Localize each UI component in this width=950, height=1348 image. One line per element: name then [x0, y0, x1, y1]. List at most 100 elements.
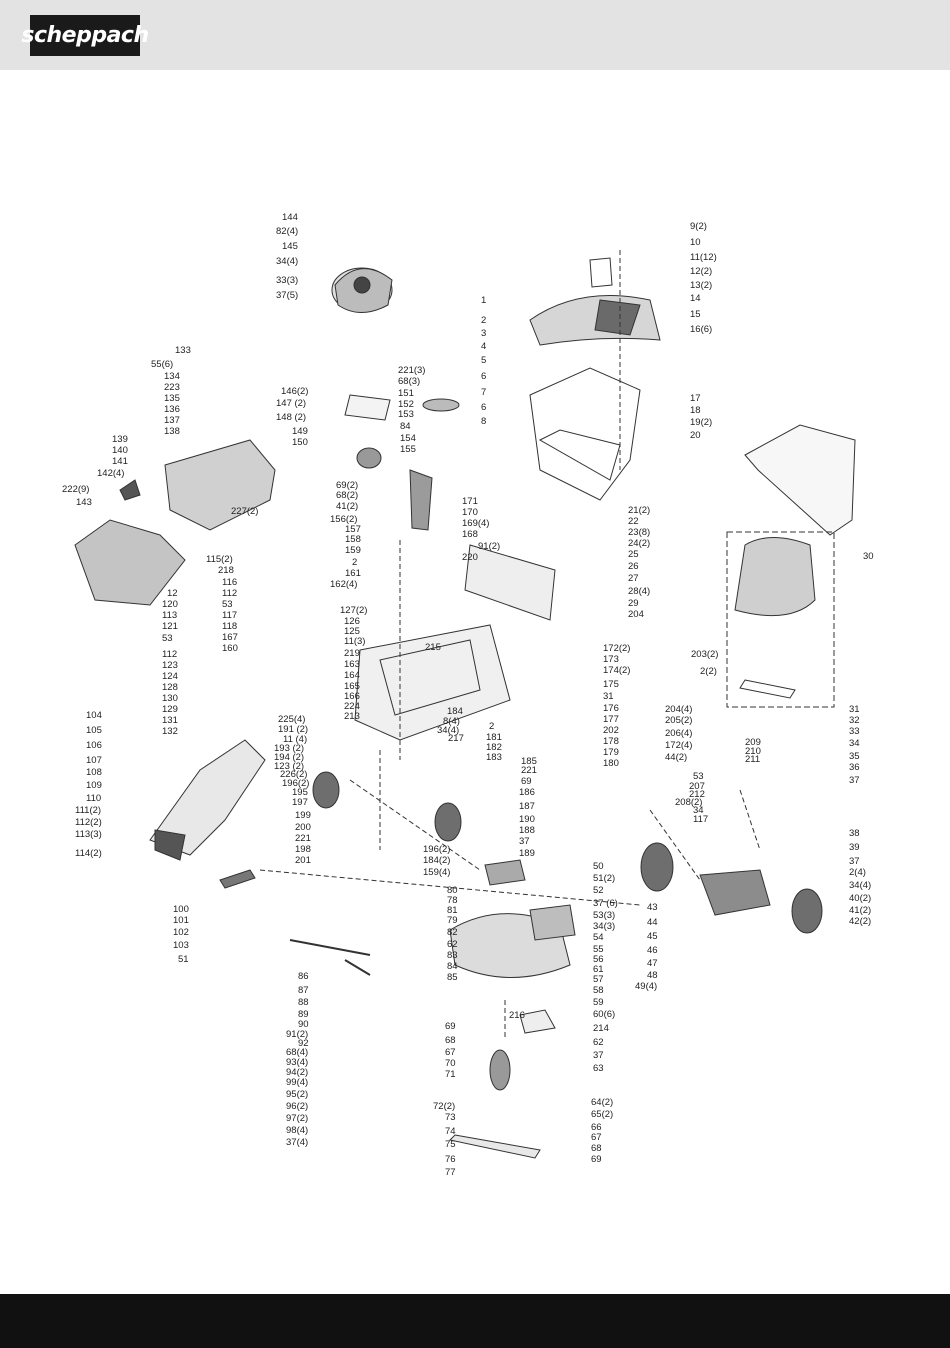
part-label: 37 — [519, 836, 530, 847]
part-label: 55(6) — [151, 359, 174, 370]
part-label: 69 — [591, 1154, 602, 1165]
part-label: 74 — [445, 1126, 456, 1137]
part-label: 2(4) — [849, 867, 866, 878]
part-label: 91(2) — [286, 1029, 309, 1040]
part-label: 145 — [282, 241, 298, 252]
part-label: 48 — [647, 970, 658, 981]
part-label: 221 — [295, 833, 311, 844]
part-label: 30 — [863, 551, 874, 562]
part-label: 41(2) — [336, 501, 359, 512]
part-label: 214 — [593, 1023, 609, 1034]
part-label: 130 — [162, 693, 178, 704]
part-label: 87 — [298, 985, 309, 996]
part-label: 185 — [521, 756, 537, 767]
part-label: 215 — [425, 642, 441, 653]
part-label: 21(2) — [628, 505, 651, 516]
part-label: 62 — [593, 1037, 604, 1048]
part-label: 115(2) — [206, 554, 233, 565]
part-label: 201 — [295, 855, 311, 866]
part-label: 93(4) — [286, 1057, 309, 1068]
part-label: 67 — [445, 1047, 456, 1058]
part-label: 105 — [86, 725, 102, 736]
part-label: 111(2) — [75, 805, 102, 816]
part-label: 99(4) — [286, 1077, 309, 1088]
part-label: 11(12) — [690, 252, 717, 263]
part-label: 189 — [519, 848, 535, 859]
part-label: 39 — [849, 842, 860, 853]
part-label: 217 — [448, 733, 464, 744]
part-label: 2 — [481, 315, 487, 326]
part-label: 20 — [690, 430, 701, 441]
part-label: 121 — [162, 621, 178, 632]
part-label: 69 — [521, 776, 532, 787]
part-label: 25 — [628, 549, 639, 560]
part-label: 174(2) — [603, 665, 631, 676]
part-label: 68 — [591, 1143, 602, 1154]
part-label: 172(2) — [603, 643, 631, 654]
part-label: 164 — [344, 670, 360, 681]
part-label: 68 — [445, 1035, 456, 1046]
part-label: 132 — [162, 726, 178, 737]
part-label: 88 — [298, 997, 309, 1008]
part-label: 222(9) — [62, 484, 90, 495]
part-label: 158 — [345, 534, 361, 545]
part-label: 53(3) — [593, 910, 616, 921]
part-label: 60(6) — [593, 1009, 616, 1020]
part-label: 11 (4) — [283, 734, 308, 745]
part-label: 152 — [398, 399, 414, 410]
part-label: 37(5) — [276, 290, 299, 301]
part-label: 37(4) — [286, 1137, 309, 1148]
part-label: 95(2) — [286, 1089, 309, 1100]
part-label: 42(2) — [849, 916, 872, 927]
part-label: 31 — [849, 704, 860, 715]
part-label: 108 — [86, 767, 102, 778]
part-label: 49(4) — [635, 981, 658, 992]
part-label: 15 — [690, 309, 701, 320]
part-label: 2 — [489, 721, 495, 732]
part-label: 194 (2) — [274, 752, 305, 763]
part-label: 146(2) — [281, 386, 309, 397]
part-label: 176 — [603, 703, 619, 714]
part-label: 221 — [521, 765, 537, 776]
part-label: 183 — [486, 752, 502, 763]
part-label: 177 — [603, 714, 619, 725]
part-label: 46 — [647, 945, 658, 956]
part-label: 75 — [445, 1139, 456, 1150]
part-label: 117 — [222, 610, 238, 621]
part-label: 225(4) — [278, 714, 306, 725]
part-label: 203(2) — [691, 649, 719, 660]
part-label: 12 — [167, 588, 178, 599]
part-label: 10 — [690, 237, 701, 248]
part-label: 81 — [447, 905, 458, 916]
part-label: 44(2) — [665, 752, 688, 763]
part-label: 56 — [593, 954, 604, 965]
part-label: 3 — [481, 328, 487, 339]
part-label: 113 — [162, 610, 178, 621]
part-label: 58 — [593, 985, 604, 996]
part-label: 117 — [693, 814, 709, 825]
part-label: 9(2) — [690, 221, 707, 232]
part-label: 184(2) — [423, 855, 451, 866]
part-label: 221(3) — [398, 365, 426, 376]
blade-drawing — [448, 1134, 541, 1159]
part-label: 126 — [344, 616, 360, 627]
part-label: 36 — [849, 762, 860, 773]
part-label: 68(3) — [398, 376, 421, 387]
part-label: 124 — [162, 671, 178, 682]
part-label: 17 — [690, 393, 701, 404]
part-label: 191 (2) — [278, 724, 309, 735]
part-label: 82 — [447, 927, 458, 938]
part-label: 64(2) — [591, 1097, 614, 1108]
part-label: 85 — [447, 972, 458, 983]
part-label: 90 — [298, 1019, 309, 1030]
part-label: 139 — [112, 434, 128, 445]
part-label: 53 — [162, 633, 173, 644]
part-label: 187 — [519, 801, 535, 812]
part-label: 35 — [849, 751, 860, 762]
part-label: 16(6) — [690, 324, 713, 335]
part-label: 8 — [481, 416, 487, 427]
part-label: 2 — [352, 557, 358, 568]
part-label: 41(2) — [849, 905, 872, 916]
part-label: 43 — [647, 902, 658, 913]
part-label: 193 (2) — [274, 743, 305, 754]
